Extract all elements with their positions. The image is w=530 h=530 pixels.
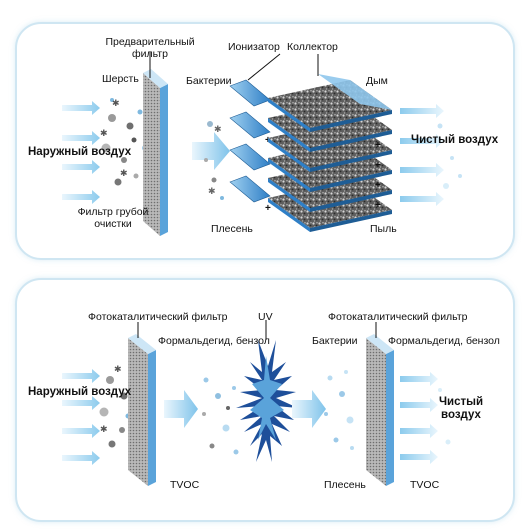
dust-label: Пыль (370, 223, 397, 235)
outdoor-air-bottom-label: Наружный воздух (28, 386, 132, 398)
clean-air-label: Чистый воздух (411, 134, 499, 146)
prefilter-label: Предварительный фильтр (105, 36, 195, 60)
collector-label: Коллектор (287, 41, 338, 53)
coarse-filter-label: Фильтр грубой очистки (77, 206, 149, 230)
clean-air-bottom-label: Чистый воздух (438, 396, 484, 421)
photocatalytic-right-label: Фотокаталитический фильтр (328, 311, 468, 323)
uv-label: UV (258, 311, 273, 323)
smoke-label: Дым (366, 75, 388, 87)
tvoc-right-label: TVOC (410, 479, 440, 491)
photocatalytic-left-label: Фотокаталитический фильтр (88, 311, 228, 323)
outdoor-air-label: Наружный воздух (28, 146, 132, 158)
tvoc-left-label: TVOC (170, 479, 200, 491)
ionizer-label: Ионизатор (228, 41, 280, 53)
wool-label: Шерсть (102, 73, 139, 85)
bacteria-bottom-label: Бактерии (312, 335, 358, 347)
formaldehyde-right-label: Формальдегид, бензол (388, 335, 500, 347)
mold-label: Плесень (211, 223, 253, 235)
formaldehyde-left-label: Формальдегид, бензол (158, 335, 270, 347)
bacteria-label: Бактерии (186, 75, 232, 87)
mold-bottom-label: Плесень (324, 479, 366, 491)
